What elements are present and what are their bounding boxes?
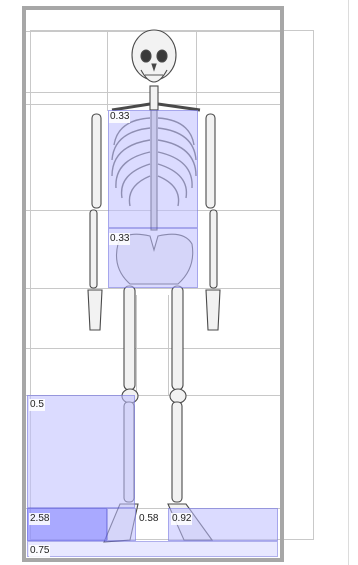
panel-divider [348,0,349,565]
selection-frame[interactable] [22,6,284,562]
